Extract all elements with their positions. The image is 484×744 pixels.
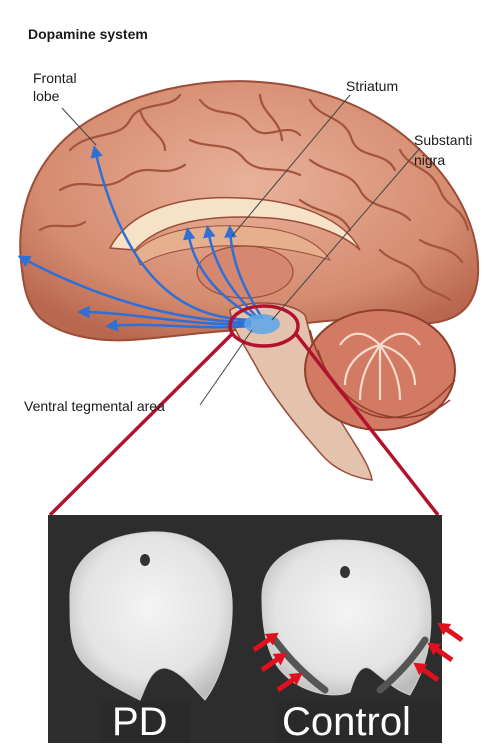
cerebellum bbox=[305, 310, 455, 430]
label-substantia-nigra-2: nigra bbox=[414, 152, 445, 169]
label-pd: PD bbox=[112, 700, 168, 744]
label-frontal-lobe-1: Frontal bbox=[33, 70, 77, 87]
label-frontal-lobe-2: lobe bbox=[33, 88, 59, 105]
label-striatum: Striatum bbox=[346, 78, 398, 95]
control-slice bbox=[262, 540, 431, 695]
brain-illustration bbox=[20, 81, 478, 515]
connector-left bbox=[50, 334, 232, 515]
label-substantia-nigra-1: Substanti bbox=[414, 132, 472, 149]
label-vta: Ventral tegmental area bbox=[24, 398, 165, 415]
label-control: Control bbox=[282, 700, 411, 744]
figure-title: Dopamine system bbox=[28, 26, 148, 42]
